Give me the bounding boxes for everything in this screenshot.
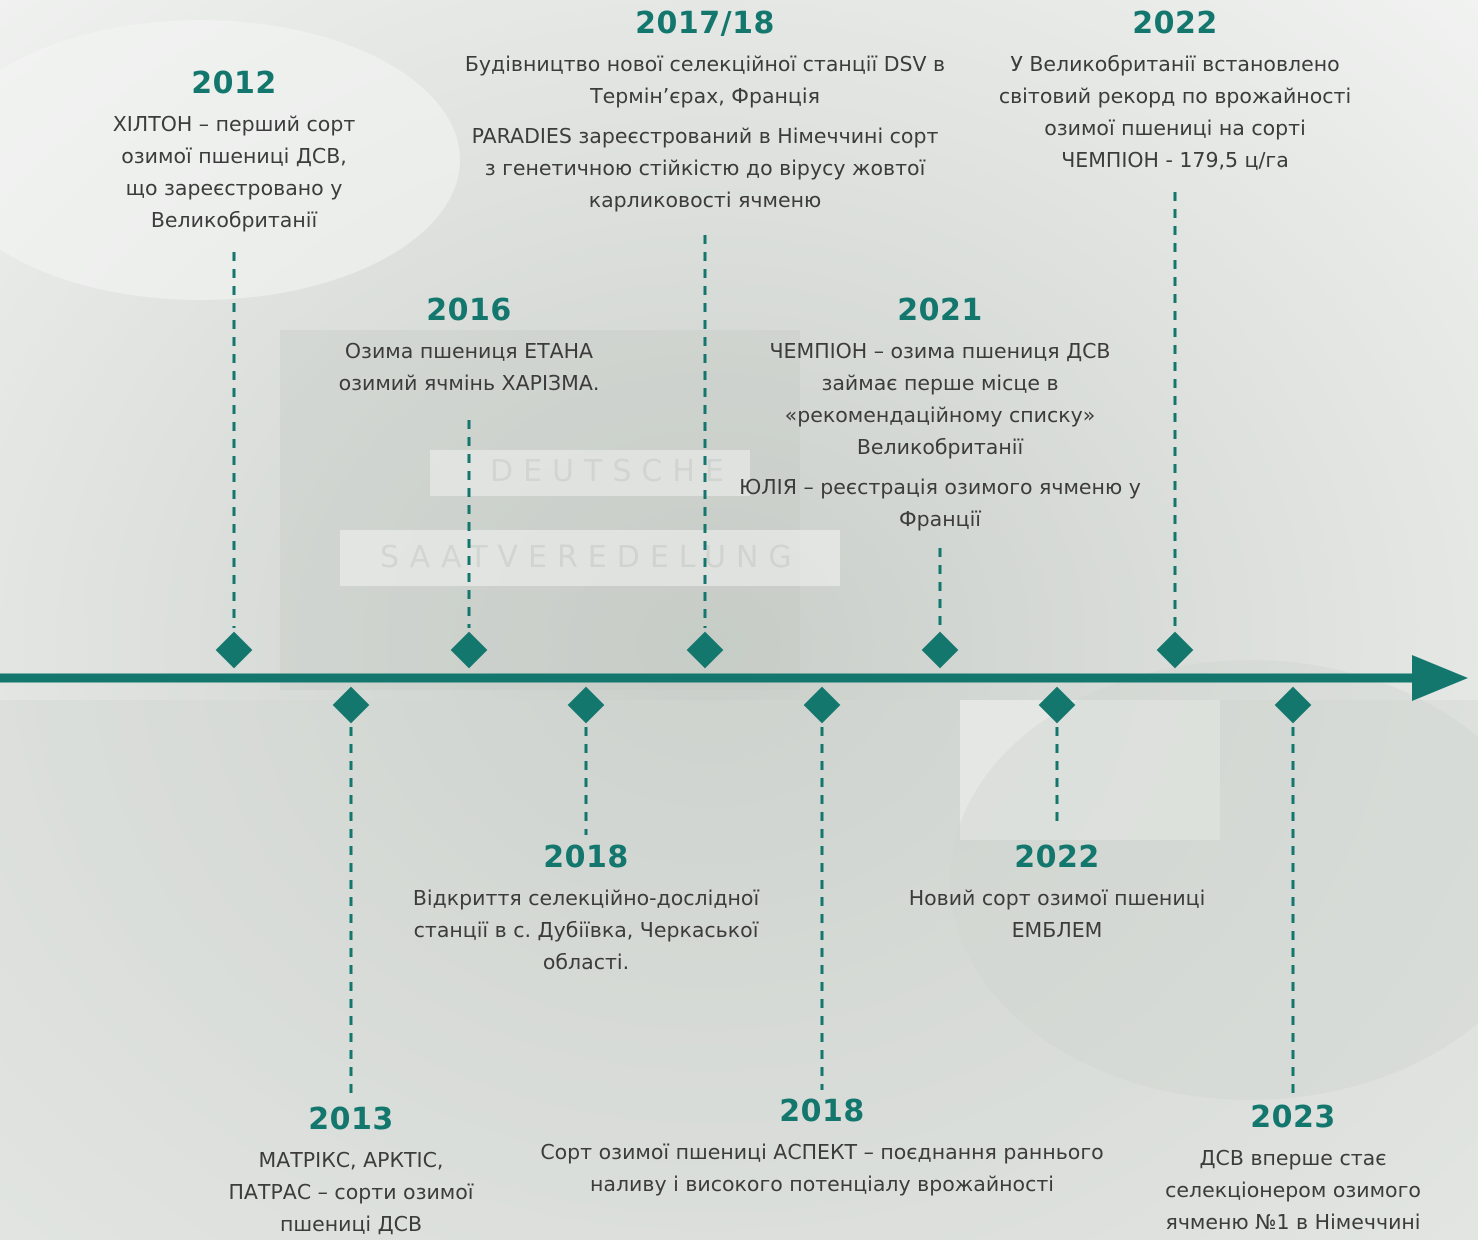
diamond-marker-icon	[921, 631, 959, 669]
event-year: 2022	[1132, 6, 1218, 41]
sign-text-line1: DEUTSCHE	[490, 454, 734, 489]
diamond-marker-icon	[215, 631, 253, 669]
event-year: 2022	[1014, 840, 1100, 875]
event-year: 2021	[897, 293, 983, 328]
timeline-arrow-icon	[1412, 655, 1468, 701]
event-year: 2012	[191, 66, 277, 101]
diamond-marker-icon	[450, 631, 488, 669]
diamond-marker-icon	[1038, 686, 1076, 724]
event-year: 2018	[543, 840, 629, 875]
event-description: Будівництво нової селекційної станції DS…	[464, 52, 946, 108]
event-year: 2013	[308, 1102, 394, 1137]
sign-board-top: DEUTSCHE	[430, 450, 750, 496]
diamond-marker-icon	[567, 686, 605, 724]
sign-text-line2: SAATVEREDELUNG	[380, 540, 802, 575]
event-year: 2018	[779, 1094, 865, 1129]
event-description: Сорт озимої пшениці АСПЕКТ – поєднання р…	[540, 1140, 1104, 1196]
diamond-marker-icon	[1156, 631, 1194, 669]
diamond-marker-icon	[332, 686, 370, 724]
event-year: 2016	[426, 293, 512, 328]
diamond-marker-icon	[1274, 686, 1312, 724]
event-description: PARADIES зареєстрований в Німеччині сорт…	[471, 124, 939, 212]
event-year: 2017/18	[635, 6, 775, 41]
diamond-marker-icon	[803, 686, 841, 724]
event-year: 2023	[1250, 1100, 1336, 1135]
sign-board-bottom: SAATVEREDELUNG	[340, 530, 840, 586]
diamond-marker-icon	[686, 631, 724, 669]
